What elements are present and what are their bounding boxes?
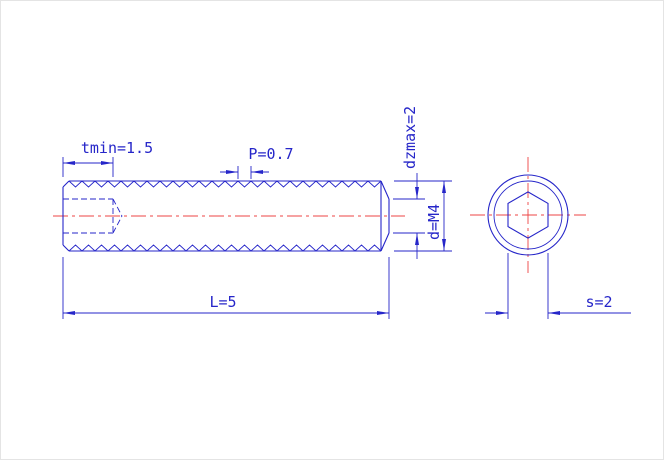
screw-left-chamfer — [62, 180, 70, 252]
thread-major-diameter-circle — [487, 174, 569, 256]
length-label: L=5 — [209, 293, 236, 311]
pitch-label: P=0.7 — [248, 145, 293, 163]
point-diameter-extension-lines — [393, 198, 425, 234]
dimensions-end-view: s=2 — [485, 253, 631, 319]
point-diameter-label: dzmax=2 — [401, 106, 419, 169]
hex-socket — [507, 191, 549, 239]
thread-diameter-label: d=M4 — [425, 204, 443, 240]
socket-depth-label: tmin=1.5 — [81, 139, 153, 157]
thread-profile-top — [68, 180, 382, 188]
pitch-extension-lines — [237, 166, 252, 179]
point-chamfer — [380, 180, 390, 252]
thread-minor-diameter-circle — [493, 180, 563, 250]
socket-width-extension-lines — [507, 253, 549, 319]
side-view — [53, 180, 405, 252]
end-view — [470, 157, 586, 273]
thread-profile-bottom — [68, 244, 382, 252]
socket-depth-extension-lines — [62, 157, 114, 177]
length-extension-lines — [62, 257, 390, 319]
dimensions-side-view: tmin=1.5 P=0.7 dzmax=2 d=M4 L=5 — [62, 106, 452, 319]
socket-width-label: s=2 — [585, 293, 612, 311]
